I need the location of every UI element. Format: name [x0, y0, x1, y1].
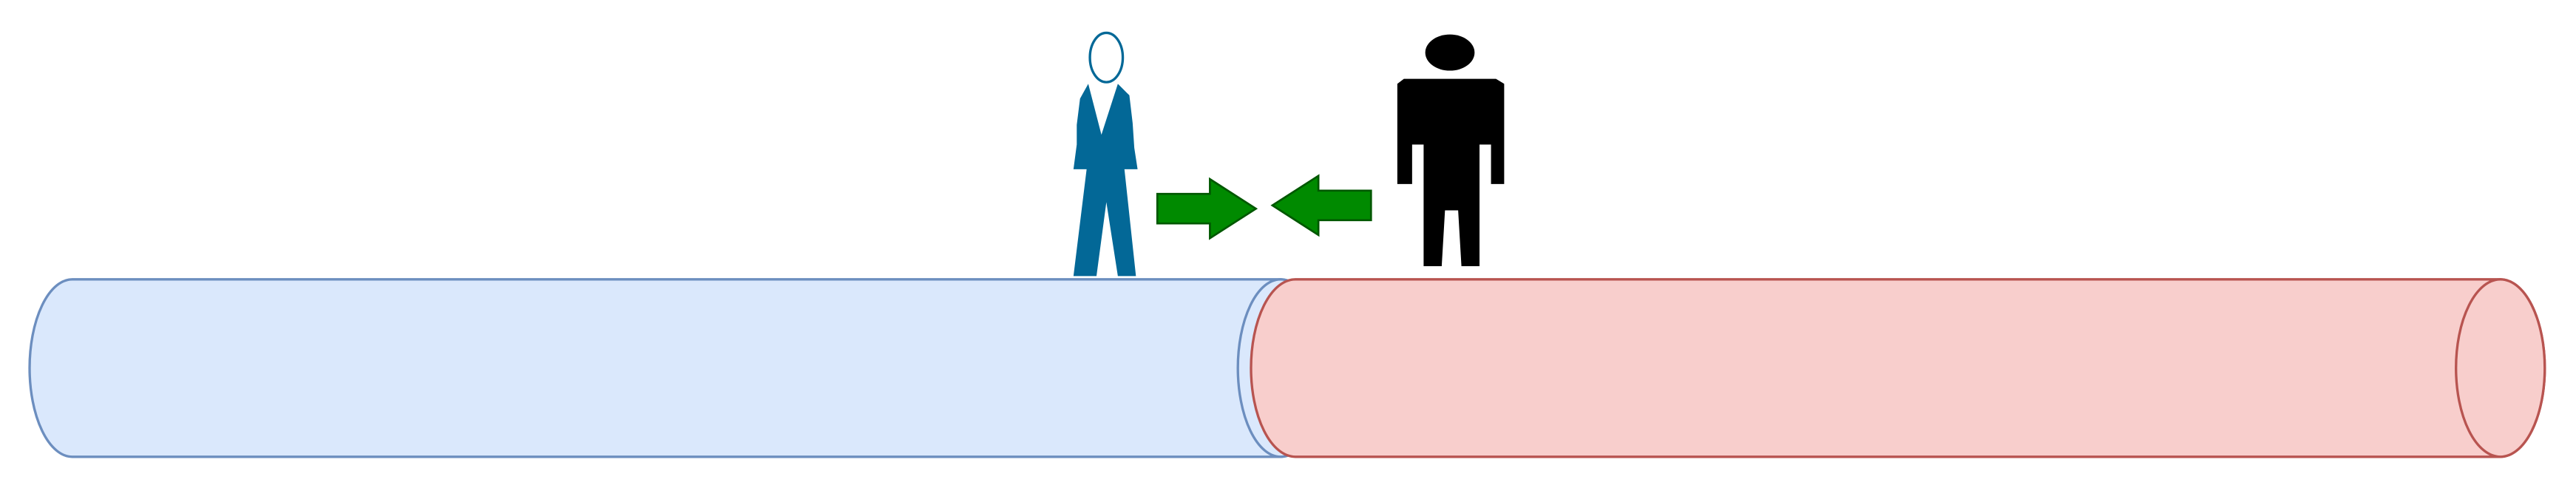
person-body: [1397, 78, 1505, 267]
businessman-head: [1088, 31, 1125, 84]
arrow-right-icon: [1156, 177, 1258, 240]
businessman-body: [1073, 84, 1138, 277]
blue-cylinder-body: [28, 278, 1325, 458]
arrow-left-icon: [1270, 174, 1372, 237]
red-cylinder-body: [1250, 278, 2546, 458]
blue-cylinder: [28, 278, 1325, 458]
person-head: [1425, 34, 1475, 71]
businessman-icon: [1073, 31, 1138, 277]
red-cylinder-end-cap: [2455, 278, 2546, 458]
red-cylinder: [1250, 278, 2546, 458]
person-icon: [1397, 34, 1505, 267]
